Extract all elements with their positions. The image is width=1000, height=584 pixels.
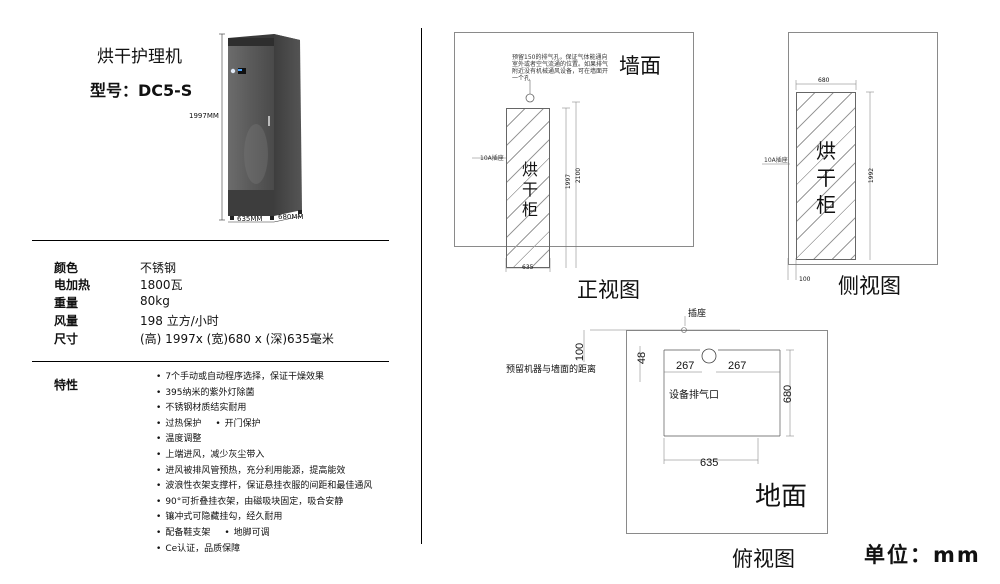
offset-48-dimension: 48 [636, 351, 649, 365]
distance-label: 预留机器与墙面的距离 [506, 365, 597, 375]
right-267-dimension: 267 [728, 360, 747, 372]
front-total-dimension: 2100 [575, 167, 583, 184]
front-view-frame [454, 32, 694, 247]
spec-value: 80kg [140, 294, 170, 308]
cabinet-side-text: 烘干柜 [816, 139, 836, 217]
socket-label: 插座 [688, 309, 707, 319]
features-label: 特性 [54, 378, 79, 392]
wall-label: 墙面 [619, 54, 661, 78]
top-depth-dimension: 680 [782, 384, 795, 404]
front-height-dimension: 1997 [565, 173, 573, 190]
image-width-dimension: 680MM [278, 213, 304, 221]
side-width-dimension: 680 [818, 77, 830, 84]
spec-label: 风量 [54, 314, 79, 328]
spec-label: 尺寸 [54, 332, 79, 346]
feature-item: 配备鞋支架地脚可调 [156, 526, 372, 542]
image-depth-dimension: 635MM [237, 215, 263, 223]
spec-label: 颜色 [54, 261, 79, 275]
spec-label: 电加热 [54, 278, 91, 292]
feature-item: 90°可折叠挂衣架，由磁吸块固定，吸合安静 [156, 495, 372, 511]
feature-item: 进风被排风管预热，充分利用能源，提高能效 [156, 464, 372, 480]
top-width-dimension: 635 [700, 457, 719, 469]
product-model: 型号：DC5-S [90, 81, 193, 100]
dryer-cabinet-image [219, 33, 303, 223]
features-list: 7个手动或自动程序选择，保证干燥效果 395纳米的紫外灯除菌 不锈钢材质结实耐用… [156, 370, 372, 557]
vertical-divider [421, 28, 422, 544]
top-view-drawing [583, 316, 794, 464]
feature-item: 不锈钢材质结实耐用 [156, 401, 372, 417]
side-height-dimension: 1992 [868, 167, 876, 184]
unit-label: 单位：mm [864, 543, 981, 567]
feature-item: 波浪性衣架支撑杆，保证悬挂衣服的间距和最佳通风 [156, 479, 372, 495]
cabinet-front-text: 烘干柜 [521, 160, 538, 219]
side-view-drawing [762, 80, 874, 280]
wall-distance-dimension: 100 [574, 342, 587, 362]
front-view-label: 正视图 [577, 278, 640, 302]
side-gap-dimension: 100 [799, 276, 811, 283]
top-view-label: 俯视图 [732, 547, 795, 571]
feature-item: 镶冲式可隐藏挂勾，经久耐用 [156, 510, 372, 526]
side-outlet-label: 10A插座 [764, 157, 788, 164]
outlet-label: 10A插座 [480, 155, 504, 162]
feature-item: Ce认证，品质保障 [156, 542, 372, 558]
top-view-frame [626, 330, 828, 534]
spec-value: 1800瓦 [140, 278, 183, 292]
feature-item: 7个手动或自动程序选择，保证干燥效果 [156, 370, 372, 386]
divider-line [32, 240, 389, 241]
spec-value: (高) 1997x (宽)680 x (深)635毫米 [140, 332, 334, 346]
front-width-dimension: 635 [522, 264, 534, 271]
exhaust-note: 预留150的排气孔，保证气体能通向室外或者空气流通的位置。如果排气附近没有机械通… [512, 54, 609, 82]
front-view-drawing [472, 80, 580, 272]
spec-label: 重量 [54, 296, 79, 310]
exhaust-outlet-label: 设备排气口 [669, 390, 719, 401]
spec-value: 不锈钢 [140, 261, 177, 275]
feature-item: 上端进风，减少灰尘带入 [156, 448, 372, 464]
floor-label: 地面 [755, 482, 808, 512]
divider-line [32, 361, 389, 362]
side-view-label: 侧视图 [838, 274, 901, 298]
product-name: 烘干护理机 [97, 47, 182, 67]
feature-item: 温度调整 [156, 432, 372, 448]
left-267-dimension: 267 [676, 360, 695, 372]
cabinet-side-hatch [796, 92, 856, 260]
feature-item: 395纳米的紫外灯除菌 [156, 386, 372, 402]
side-view-frame [788, 32, 938, 265]
feature-item: 过热保护开门保护 [156, 417, 372, 433]
spec-value: 198 立方/小时 [140, 314, 219, 328]
cabinet-front-hatch [506, 108, 550, 268]
image-height-dimension: 1997MM [189, 112, 219, 120]
